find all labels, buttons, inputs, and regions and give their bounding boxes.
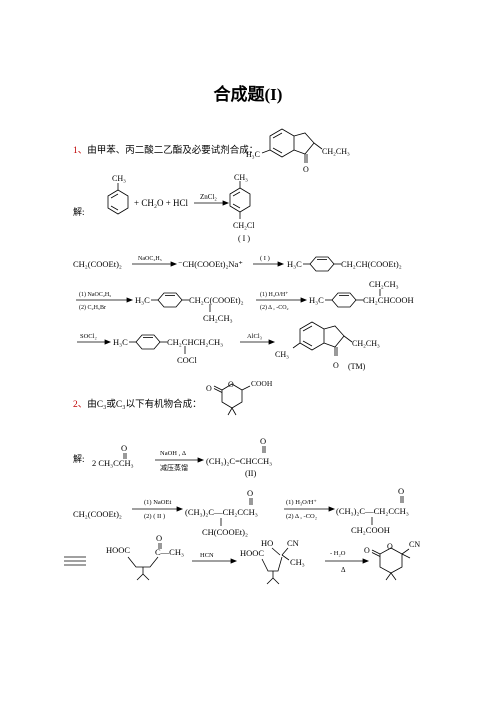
- svg-text:COCl: COCl: [177, 355, 197, 365]
- svg-text:(TM): (TM): [348, 362, 366, 371]
- benzyl-chloride-structure: CH₃ CH₂Cl ( I ): [229, 173, 255, 243]
- svg-text:O: O: [121, 443, 127, 453]
- svg-text:HOOC: HOOC: [106, 545, 130, 555]
- svg-text:H₃C: H₃C: [113, 337, 128, 347]
- question-text: 由甲苯、丙二酸二乙酯及必要试剂合成：: [87, 146, 259, 156]
- svg-text:(1) NaOEt: (1) NaOEt: [144, 499, 171, 506]
- q1-final-indanone-structure: CH₃ CH₂CH₃ O (TM): [275, 321, 380, 371]
- svg-text:(CH₃)₂C=CHCCH₃: (CH₃)₂C=CHCCH₃: [206, 456, 272, 466]
- svg-text:O: O: [387, 542, 393, 551]
- svg-text:O: O: [156, 533, 162, 543]
- svg-text:(1) H₃O/H⁺: (1) H₃O/H⁺: [286, 499, 317, 506]
- svg-text:CH₂CH(COOEt)₂: CH₂CH(COOEt)₂: [341, 259, 402, 269]
- q1-step1-reagents: + CH₂O + HCl: [134, 198, 189, 208]
- svg-text:CH₂CHCOOH: CH₂CHCOOH: [363, 295, 414, 305]
- cyano-lactone-structure: O O CN: [364, 540, 420, 581]
- q1-target-o: O: [303, 165, 309, 174]
- svg-text:( I ): ( I ): [260, 255, 270, 262]
- svg-text:( I ): ( I ): [238, 234, 250, 243]
- equivalent-sign: [64, 556, 86, 566]
- svg-text:CH₃: CH₃: [290, 557, 305, 567]
- svg-text:HCN: HCN: [200, 552, 214, 559]
- svg-text:CH₃: CH₃: [112, 174, 126, 183]
- svg-text:Δ: Δ: [341, 566, 346, 574]
- question-1: 1、由甲苯、丙二酸二乙酯及必要试剂合成：: [73, 142, 258, 156]
- q1-target-structure: H₃C O CH₂CH₃: [246, 128, 350, 174]
- svg-text:H₃C: H₃C: [287, 259, 302, 269]
- svg-text:NaOC₂H₅: NaOC₂H₅: [138, 256, 162, 262]
- svg-text:(2) Δ , -CO₂: (2) Δ , -CO₂: [286, 513, 317, 520]
- svg-text:(II): (II): [245, 468, 256, 478]
- page-title: 合成题(I): [213, 85, 283, 104]
- svg-text:CH(COOEt)₂: CH(COOEt)₂: [202, 527, 248, 537]
- benzene-ring: [151, 292, 211, 312]
- svg-text:O: O: [206, 384, 212, 393]
- svg-text:减压蒸馏: 减压蒸馏: [160, 463, 188, 472]
- svg-text:CH₂CH₃: CH₂CH₃: [369, 279, 399, 289]
- svg-text:(2) C₂H₅Br: (2) C₂H₅Br: [79, 304, 106, 311]
- toluene-structure: CH₃: [107, 174, 129, 215]
- svg-text:CH₃: CH₃: [234, 173, 248, 182]
- svg-text:AlCl₃: AlCl₃: [247, 333, 262, 340]
- svg-text:CH₂CH₃: CH₂CH₃: [203, 313, 233, 323]
- svg-text:CH₂(COOEt)₂: CH₂(COOEt)₂: [73, 509, 122, 519]
- svg-text:CN: CN: [409, 540, 420, 549]
- q1-answer-label: 解:: [73, 206, 85, 217]
- question-2: 2、由C₃或C₃以下有机物合成：: [73, 396, 202, 410]
- svg-text:(CH₃)₂C—CH₂CCH₃: (CH₃)₂C—CH₂CCH₃: [336, 506, 409, 516]
- svg-text:H₃C: H₃C: [135, 295, 150, 305]
- svg-text:COOH: COOH: [251, 379, 273, 388]
- svg-text:O: O: [364, 546, 370, 555]
- svg-text:CH₂COOH: CH₂COOH: [351, 525, 390, 535]
- question-number: 2、: [73, 400, 88, 410]
- q1-target-ch3: H₃C: [246, 150, 260, 159]
- svg-text:CN: CN: [287, 538, 299, 548]
- svg-text:NaOH , Δ: NaOH , Δ: [160, 450, 186, 457]
- svg-text:C—CH₃: C—CH₃: [155, 547, 184, 557]
- cyanohydrin-structure: HOOC HO CN CH₃: [240, 538, 305, 585]
- benzene-ring: [325, 289, 381, 308]
- svg-text:SOCl₂: SOCl₂: [80, 333, 97, 340]
- svg-text:CH₂CH₃: CH₂CH₃: [352, 339, 380, 348]
- q1-step2-intermediate: ⁻CH(COOEt)₂Na⁺: [178, 259, 243, 269]
- svg-text:(1) H₃O/H⁺: (1) H₃O/H⁺: [260, 291, 288, 298]
- svg-text:O: O: [398, 486, 404, 496]
- benzene-ring: [129, 334, 186, 354]
- q1-step2-reactant: CH₂(COOEt)₂: [73, 259, 122, 269]
- q2-answer-label: 解:: [73, 453, 85, 464]
- svg-text:O: O: [260, 436, 266, 446]
- svg-text:CH₃: CH₃: [275, 350, 289, 359]
- svg-text:2 CH₃CCH₃: 2 CH₃CCH₃: [92, 458, 134, 468]
- svg-text:H₃C: H₃C: [309, 295, 324, 305]
- question-number: 1、: [73, 146, 88, 156]
- benzene-ring: [303, 256, 341, 272]
- svg-text:(CH₃)₂C—CH₂CCH₃: (CH₃)₂C—CH₂CCH₃: [185, 507, 258, 517]
- question-text: 由C₃或C₃以下有机物合成：: [87, 400, 202, 410]
- svg-text:HO: HO: [261, 538, 273, 548]
- svg-text:(1) NaOC₂H₅: (1) NaOC₂H₅: [79, 291, 111, 298]
- keto-acid-structure: HOOC O C—CH₃: [106, 533, 184, 581]
- svg-text:(2) Δ , -CO₂: (2) Δ , -CO₂: [260, 304, 289, 311]
- svg-text:CH₂C(COOEt)₂: CH₂C(COOEt)₂: [189, 295, 244, 305]
- svg-text:HOOC: HOOC: [240, 548, 264, 558]
- svg-text:(2) ( II ): (2) ( II ): [144, 513, 165, 520]
- q1-step1-catalyst: ZnCl₂: [200, 193, 217, 201]
- svg-text:- H₂O: - H₂O: [330, 550, 346, 557]
- q2-target-structure: O O COOH: [206, 379, 273, 416]
- svg-text:O: O: [333, 361, 339, 370]
- svg-text:O: O: [228, 380, 234, 389]
- svg-text:CH₂CHCH₂CH₃: CH₂CHCH₂CH₃: [167, 337, 223, 347]
- svg-text:CH₂Cl: CH₂Cl: [233, 221, 255, 230]
- svg-text:O: O: [247, 488, 253, 498]
- q1-target-ethyl: CH₂CH₃: [322, 147, 350, 156]
